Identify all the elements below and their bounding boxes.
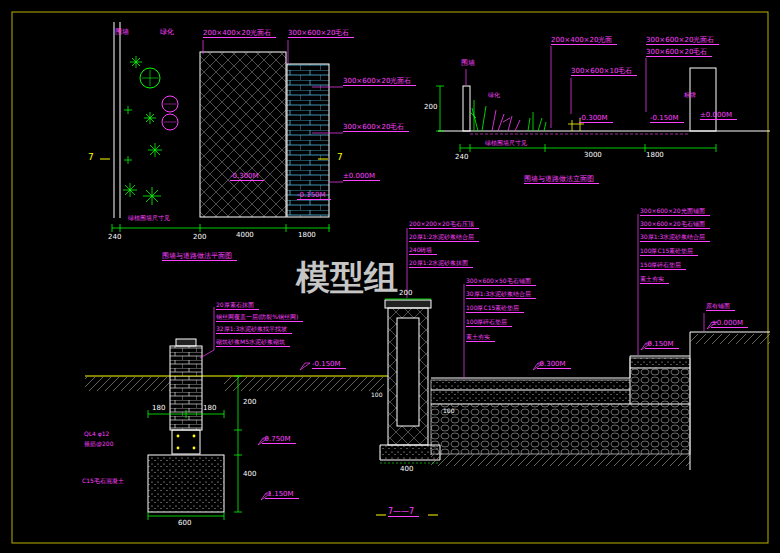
annotation-label: ±0.000M: [700, 111, 737, 120]
watermark: 模型组: [296, 258, 398, 297]
annotation-label: 围墙: [115, 28, 129, 36]
annotation-label: 300×600×20毛石: [288, 29, 354, 38]
dimension-text: 240: [108, 233, 121, 241]
dimension-text: 200: [193, 233, 206, 241]
annotation-label: 绿化: [488, 92, 500, 99]
annotation-label: 素土夯实: [640, 276, 669, 284]
annotation-label: 32厚1:3水泥砂浆找平找坡: [216, 326, 292, 334]
annotation-label: 素土夯实: [466, 334, 495, 342]
dimension-text: 4000: [236, 231, 254, 239]
annotation-label: 300×600×20毛石: [343, 123, 409, 132]
dimension-text: 200: [243, 398, 256, 406]
annotation-label: ±0.000M: [711, 319, 748, 328]
annotation-label: 100厚碎石垫层: [466, 319, 512, 327]
dimension-text: 400: [400, 465, 413, 473]
annotation-label: 200×400×20光面: [551, 36, 617, 45]
annotation-label: 绿植围墙尺寸见: [128, 215, 170, 222]
section-mark: 7: [337, 152, 343, 162]
annotation-label: -0.150M: [650, 114, 684, 123]
annotation-label: 150厚碎石垫层: [640, 262, 686, 270]
section-mark: 7: [88, 152, 94, 162]
annotation-label: 300×600×10毛石: [571, 67, 637, 76]
section-view: [85, 214, 770, 520]
annotation-label: -0.300M: [579, 114, 613, 123]
annotation-label: -0.150M: [645, 340, 679, 349]
annotation-label: 箍筋@200: [84, 441, 113, 448]
annotation-label: 钢丝网覆盖一层(防裂%钢丝网): [216, 314, 303, 322]
annotation-label: 300×600×20光面石: [646, 36, 719, 45]
annotation-label: 30厚1:3水泥砂浆结合层: [466, 291, 536, 299]
dimension-text: 240: [455, 153, 468, 161]
annotation-label: 绿化: [160, 28, 174, 36]
dimension-text: 600: [178, 519, 191, 527]
annotation-label: QL4 φ12: [84, 431, 109, 438]
annotation-label: 240砖墙: [409, 247, 437, 255]
annotation-label: 300×600×20光面石: [343, 77, 416, 86]
dimension-text: 180: [152, 404, 165, 412]
annotation-label: 标牌: [684, 92, 696, 99]
dimension-text: 200: [424, 103, 437, 111]
annotation-label: -0.150M: [312, 360, 346, 369]
annotation-label: 20厚1:2水泥砂浆结合层: [409, 234, 479, 242]
dimension-text: 200: [399, 289, 412, 297]
annotation-label: 300×600×20毛石铺面: [640, 221, 710, 229]
annotation-label: 20厚素石抹面: [216, 302, 259, 310]
annotation-label: -0.300M: [230, 172, 264, 181]
annotation-label: 30厚1:3水泥砂浆结合层: [640, 234, 710, 242]
annotation-label: 围墙: [461, 59, 475, 67]
annotation-label: 绿植围墙尺寸见: [485, 140, 527, 147]
annotation-label: 100厚C15素砼垫层: [466, 305, 524, 313]
annotation-label: -1.150M: [265, 490, 299, 499]
annotation-label: 围墙与道路做法立面图: [524, 175, 599, 184]
annotation-label: -0.150M: [297, 191, 331, 200]
dimension-text: 100: [371, 392, 382, 399]
dimension-text: 180: [203, 404, 216, 412]
annotation-label: 20厚1:2水泥砂浆抹面: [409, 260, 473, 268]
elevation-view: [436, 46, 770, 152]
annotation-label: 300×600×50毛石铺面: [466, 278, 536, 286]
annotation-label: -0.750M: [262, 435, 296, 444]
annotation-label: 300×600×20光面铺面: [640, 208, 710, 216]
dimension-text: 3000: [584, 151, 602, 159]
dimension-text: 1800: [646, 151, 664, 159]
annotation-label: 100厚C15素砼垫层: [640, 248, 698, 256]
annotation-label: 200×200×20毛石压顶: [409, 221, 479, 229]
dimension-text: 1800: [298, 231, 316, 239]
annotation-label: 围墙与道路做法平面图: [162, 252, 237, 261]
annotation-label: 原有铺面: [706, 303, 735, 311]
dimension-text: 100: [443, 408, 454, 415]
annotation-label: 砌筑砂浆M5水泥砂浆砌筑: [216, 339, 290, 347]
plan-view: [100, 22, 343, 232]
annotation-label: -0.300M: [537, 360, 571, 369]
annotation-label: 200×400×20光面石: [203, 29, 276, 38]
dimension-text: 400: [243, 470, 256, 478]
annotation-label: 7——7: [388, 507, 419, 517]
annotation-label: ±0.000M: [343, 172, 380, 181]
annotation-label: C15毛石混凝土: [82, 478, 124, 485]
annotation-label: 300×600×20毛石: [646, 48, 712, 57]
